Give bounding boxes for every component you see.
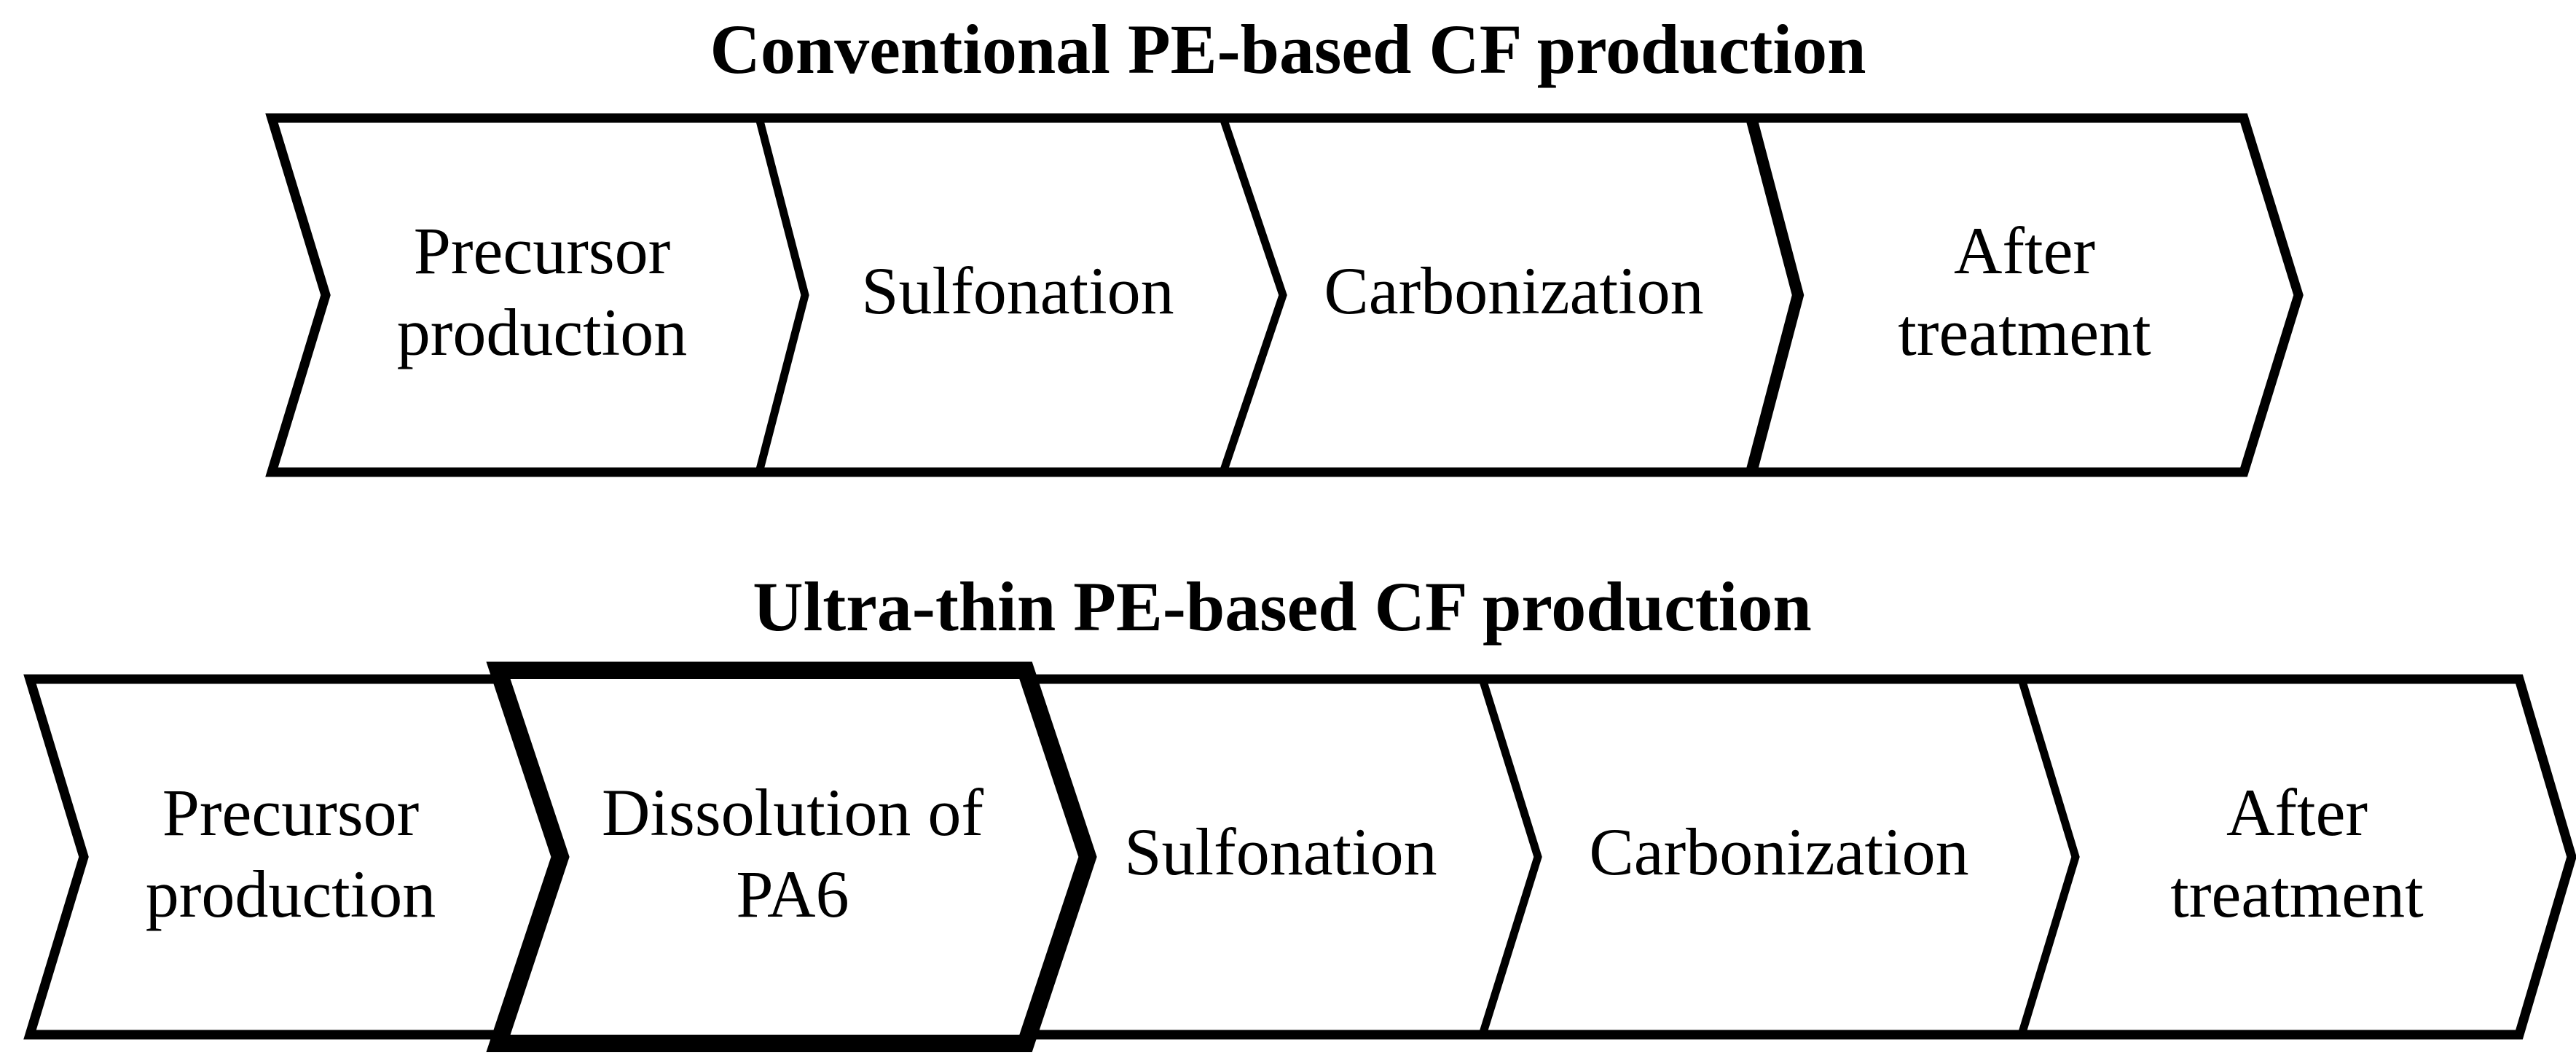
separator-carbonization-aftertreatment-2: [2017, 678, 2080, 1036]
separator-precursor-sulfonation: [755, 117, 809, 474]
step-precursor-production-line2: production: [397, 295, 688, 369]
step-carbonization-2: Carbonization: [1589, 815, 1968, 889]
step-sulfonation-2-line1: Sulfonation: [1124, 815, 1437, 889]
step-sulfonation-2: Sulfonation: [1124, 815, 1437, 889]
step-dissolution-pa6-line1: Dissolution of: [602, 775, 983, 850]
step-dissolution-pa6-line2: PA6: [736, 857, 849, 931]
band-ultrathin-title: Ultra-thin PE-based CF production: [753, 568, 1811, 646]
step-precursor-production-line1: Precursor: [414, 213, 671, 288]
band-ultrathin-chevron-outline: [23, 674, 2576, 1040]
separator-sulfonation-carbonization-2: [1478, 678, 1542, 1036]
step-carbonization-line1: Carbonization: [1324, 254, 1703, 328]
step-precursor-production: Precursor production: [397, 213, 688, 369]
step-dissolution-pa6: Dissolution of PA6: [602, 775, 983, 931]
step-sulfonation: Sulfonation: [861, 254, 1174, 328]
step-after-treatment-2: After treatment: [2170, 775, 2424, 931]
highlight-dissolution-pa6-chevron: [486, 662, 1097, 1052]
band-ultrathin: Ultra-thin PE-based CF production Precur…: [23, 568, 2576, 1052]
step-after-treatment: After treatment: [1898, 213, 2151, 369]
band-conventional: Conventional PE-based CF production Prec…: [265, 10, 2304, 477]
separator-carbonization-aftertreatment: [1746, 116, 1805, 474]
step-after-treatment-line1: After: [1954, 213, 2095, 288]
step-precursor-production-2-line1: Precursor: [162, 775, 420, 850]
band-conventional-title: Conventional PE-based CF production: [710, 10, 1866, 88]
step-sulfonation-line1: Sulfonation: [861, 254, 1174, 328]
separator-sulfonation-carbonization: [1219, 117, 1287, 474]
step-precursor-production-2: Precursor production: [146, 775, 436, 931]
step-carbonization: Carbonization: [1324, 254, 1703, 328]
band-conventional-chevron-outline: [265, 113, 2304, 477]
step-carbonization-2-line1: Carbonization: [1589, 815, 1968, 889]
step-after-treatment-2-line1: After: [2226, 775, 2368, 850]
step-after-treatment-line2: treatment: [1898, 295, 2151, 369]
step-after-treatment-2-line2: treatment: [2170, 857, 2424, 931]
step-precursor-production-2-line2: production: [146, 857, 436, 931]
